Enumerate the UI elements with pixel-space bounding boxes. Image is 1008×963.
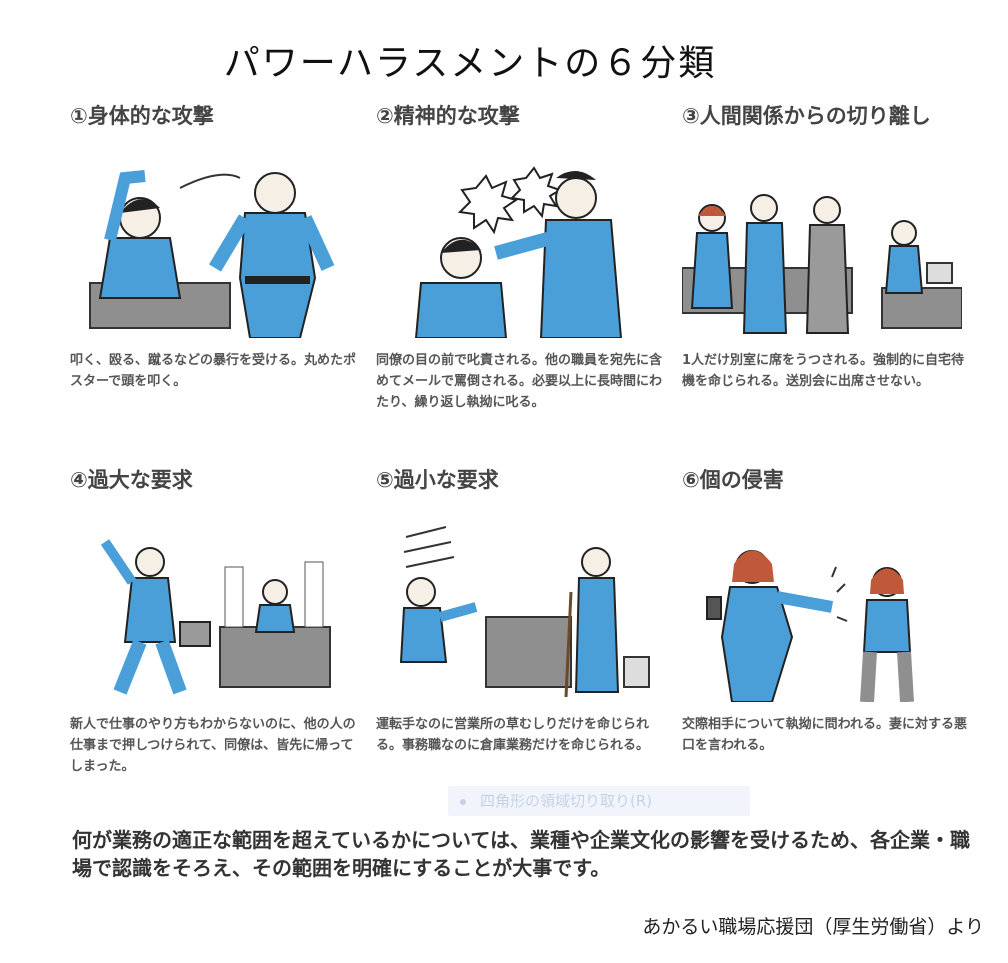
- card-description: 運転手なのに営業所の草むしりだけを命じられる。事務職なのに倉庫業務だけを命じられ…: [376, 717, 650, 753]
- card-title: ④過大な要求: [70, 468, 193, 492]
- card-description: 新人で仕事のやり方もわからないのに、他の人の仕事まで押しつけられて、同僚は、皆先…: [70, 717, 356, 774]
- card-description: 同僚の目の前で叱責される。他の職員を宛先に含めてメールで罵倒される。必要以上に長…: [376, 353, 663, 410]
- dot-icon: [460, 798, 466, 805]
- card-title: ②精神的な攻撃: [376, 104, 520, 128]
- card-isolation: ③人間関係からの切り離し 1人だけ別室に席をうつされる。強制的に自宅待機を命じら…: [682, 100, 974, 392]
- card-title: ⑤過小な要求: [376, 468, 499, 492]
- card-title: ⑥個の侵害: [682, 468, 784, 492]
- excessive-demand-illustration: [70, 522, 350, 702]
- mental-attack-illustration: [376, 158, 656, 338]
- overlay-label: 四角形の領域切り取り(R): [480, 792, 653, 810]
- source-credit: あかるい職場応援団（厚生労働省）より: [642, 916, 984, 938]
- isolation-illustration: [682, 158, 962, 338]
- privacy-invasion-illustration: [682, 522, 962, 702]
- card-physical-attack: ①身体的な攻撃 叩く、殴る、蹴るなどの暴行を受ける。丸めたポスターで頭を叩く。: [70, 100, 362, 392]
- physical-attack-illustration: [70, 158, 350, 338]
- card-excessive-demand: ④過大な要求 新人で仕事のやり方もわからないのに、他の人の仕事まで押しつけられて…: [70, 464, 362, 777]
- summary-text: 何が業務の適正な範囲を超えているかについては、業種や企業文化の影響を受けるため、…: [72, 828, 970, 880]
- card-description: 交際相手について執拗に問われる。妻に対する悪口を言われる。: [682, 717, 967, 753]
- card-title: ③人間関係からの切り離し: [682, 104, 931, 128]
- card-privacy-invasion: ⑥個の侵害 交際相手について執拗に問われる。妻に対する悪口を言われる。: [682, 464, 974, 756]
- card-description: 叩く、殴る、蹴るなどの暴行を受ける。丸めたポスターで頭を叩く。: [70, 353, 357, 389]
- card-description: 1人だけ別室に席をうつされる。強制的に自宅待機を命じられる。送別会に出席させない…: [682, 353, 965, 389]
- underdemand-illustration: [376, 522, 656, 702]
- card-title: ①身体的な攻撃: [70, 104, 214, 128]
- card-mental-attack: ②精神的な攻撃 同僚の目の前で叱責される。他の職員を宛先に含めてメールで罵倒され…: [376, 100, 668, 413]
- page-title: パワーハラスメントの６分類: [223, 43, 717, 84]
- snip-tool-overlay: 四角形の領域切り取り(R): [448, 786, 750, 816]
- card-underdemand: ⑤過小な要求 運転手なのに営業所の草むしりだけを命じられる。事務職なのに倉庫業務…: [376, 464, 668, 756]
